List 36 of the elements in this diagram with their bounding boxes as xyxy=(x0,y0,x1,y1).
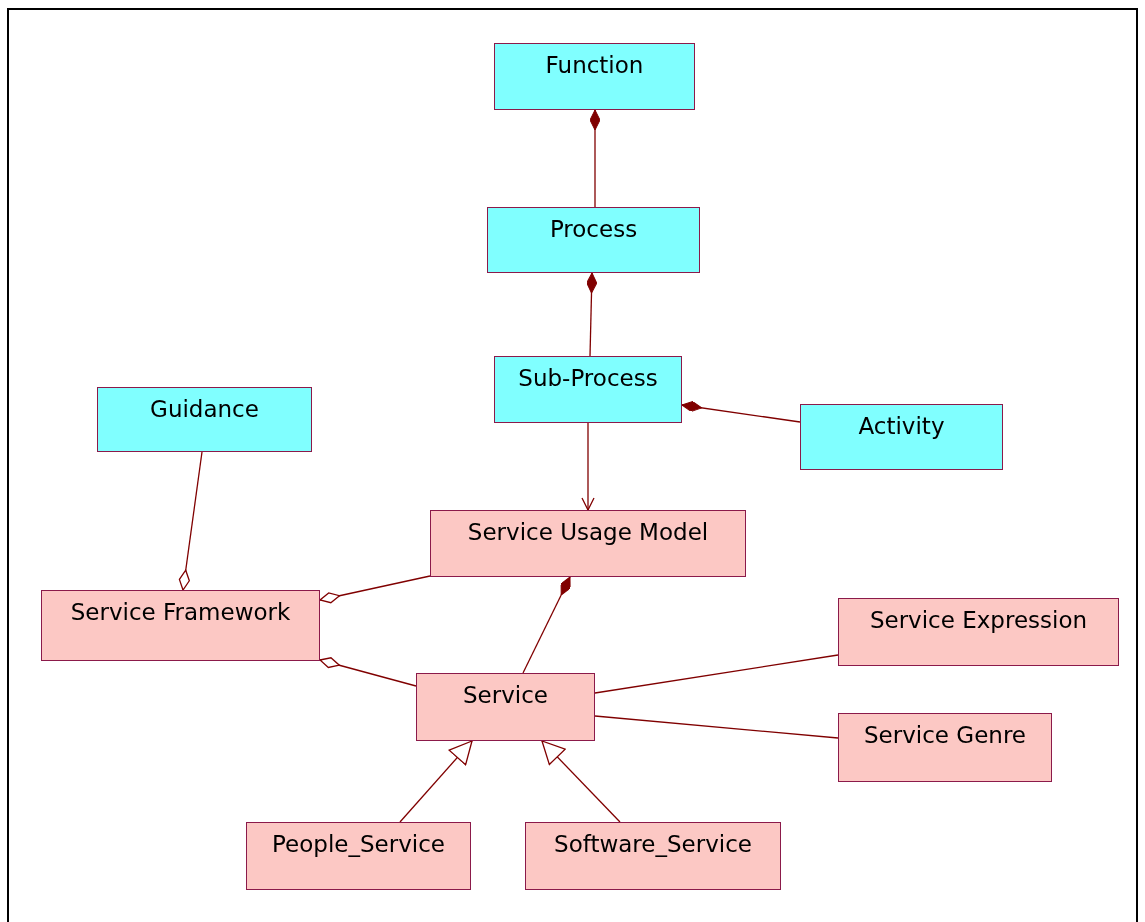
class-name: Process xyxy=(549,216,638,242)
class-name: Sub-Process xyxy=(518,365,658,391)
composition-line xyxy=(586,272,598,357)
class-box xyxy=(430,510,746,577)
class-name: Guidance xyxy=(150,396,259,422)
dependency-arrow xyxy=(581,422,595,511)
association-line xyxy=(594,715,839,739)
composition-line xyxy=(681,401,801,423)
class-name: Service Genre xyxy=(864,722,1026,748)
class-name: Service xyxy=(463,682,548,708)
class-name: Service Expression xyxy=(869,607,1088,633)
class-box xyxy=(838,598,1119,666)
class-box xyxy=(800,404,1003,470)
class-name: Activity xyxy=(858,413,945,439)
class-box xyxy=(838,713,1052,782)
class-name: People_Service xyxy=(272,831,445,857)
composition-line xyxy=(589,109,601,208)
generalization-arrow xyxy=(541,740,621,823)
aggregation-line xyxy=(178,451,203,591)
class-name: Service Usage Model xyxy=(467,519,709,545)
class-name: Software_Service xyxy=(554,831,752,857)
composition-line xyxy=(522,576,571,674)
association-line xyxy=(594,654,839,694)
class-box xyxy=(416,673,595,741)
class-box xyxy=(487,207,700,273)
class-name: Function xyxy=(545,52,644,78)
generalization-arrow xyxy=(399,740,473,823)
aggregation-line xyxy=(319,575,431,604)
class-box xyxy=(41,590,320,661)
class-box xyxy=(494,356,682,423)
class-box xyxy=(494,43,695,110)
class-box xyxy=(97,387,312,452)
class-name: Service Framework xyxy=(70,599,291,625)
class-box xyxy=(246,822,471,890)
class-box xyxy=(525,822,781,890)
aggregation-line xyxy=(319,657,417,687)
